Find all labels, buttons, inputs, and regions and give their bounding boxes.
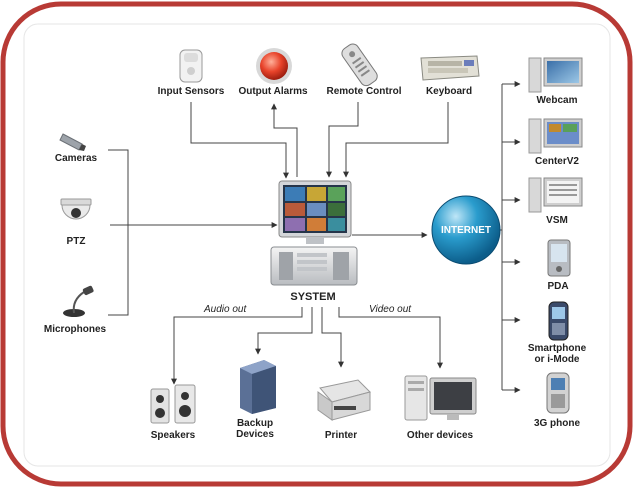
label-printer: Printer <box>324 430 358 441</box>
remote-control-icon <box>341 43 378 87</box>
label-pda: PDA <box>547 281 569 292</box>
vsm-client-icon <box>528 177 583 213</box>
edge-output-alarms <box>271 103 298 177</box>
label-internet: INTERNET <box>441 225 491 236</box>
3g-phone-icon <box>546 372 570 414</box>
label-input-sensors: Input Sensors <box>157 86 225 97</box>
edge-video-out <box>338 307 443 369</box>
label-microphones: Microphones <box>43 324 107 335</box>
label-other-devices: Other devices <box>406 430 474 441</box>
input-sensor-icon <box>179 49 203 83</box>
speakers-icon <box>150 384 196 424</box>
label-output-alarms: Output Alarms <box>238 86 308 97</box>
label-speakers: Speakers <box>150 430 196 441</box>
label-audio-out: Audio out <box>204 304 247 315</box>
keyboard-icon <box>420 55 480 81</box>
output-alarm-icon <box>256 48 292 84</box>
backup-device-icon <box>240 360 276 414</box>
centerv2-client-icon <box>528 118 583 154</box>
label-3g-phone: 3G phone <box>533 418 581 429</box>
edge-input-sensors <box>190 102 289 179</box>
edge-remote-control <box>326 102 359 178</box>
camera-icon <box>59 133 86 151</box>
label-video-out: Video out <box>369 304 412 315</box>
label-webcam: Webcam <box>536 95 578 106</box>
label-smartphone: Smartphone or i-Mode <box>527 343 587 365</box>
other-devices-icon <box>404 375 477 421</box>
label-system: SYSTEM <box>290 291 336 303</box>
edge-backup <box>255 307 313 355</box>
label-centerv2: CenterV2 <box>535 156 579 167</box>
label-vsm: VSM <box>546 215 568 226</box>
label-ptz: PTZ <box>66 236 86 247</box>
webcam-client-icon <box>528 57 583 93</box>
smartphone-icon <box>548 301 569 341</box>
pda-icon <box>547 239 571 277</box>
label-keyboard: Keyboard <box>425 86 473 97</box>
label-backup-devices: Backup Devices <box>236 418 274 440</box>
edge-cameras-mics <box>108 149 129 316</box>
connectors <box>108 81 521 393</box>
ptz-icon <box>60 198 92 220</box>
internet-globe <box>431 195 501 265</box>
system-server-icon <box>270 246 358 286</box>
printer-icon <box>317 379 371 421</box>
edge-printer <box>321 307 344 368</box>
diagram-inner-panel <box>23 23 611 467</box>
microphone-icon <box>63 285 94 317</box>
system-monitor-icon <box>278 180 352 244</box>
label-cameras: Cameras <box>54 153 98 164</box>
edge-keyboard <box>343 102 449 178</box>
label-remote-control: Remote Control <box>326 86 402 97</box>
edge-audio-out <box>171 307 303 385</box>
